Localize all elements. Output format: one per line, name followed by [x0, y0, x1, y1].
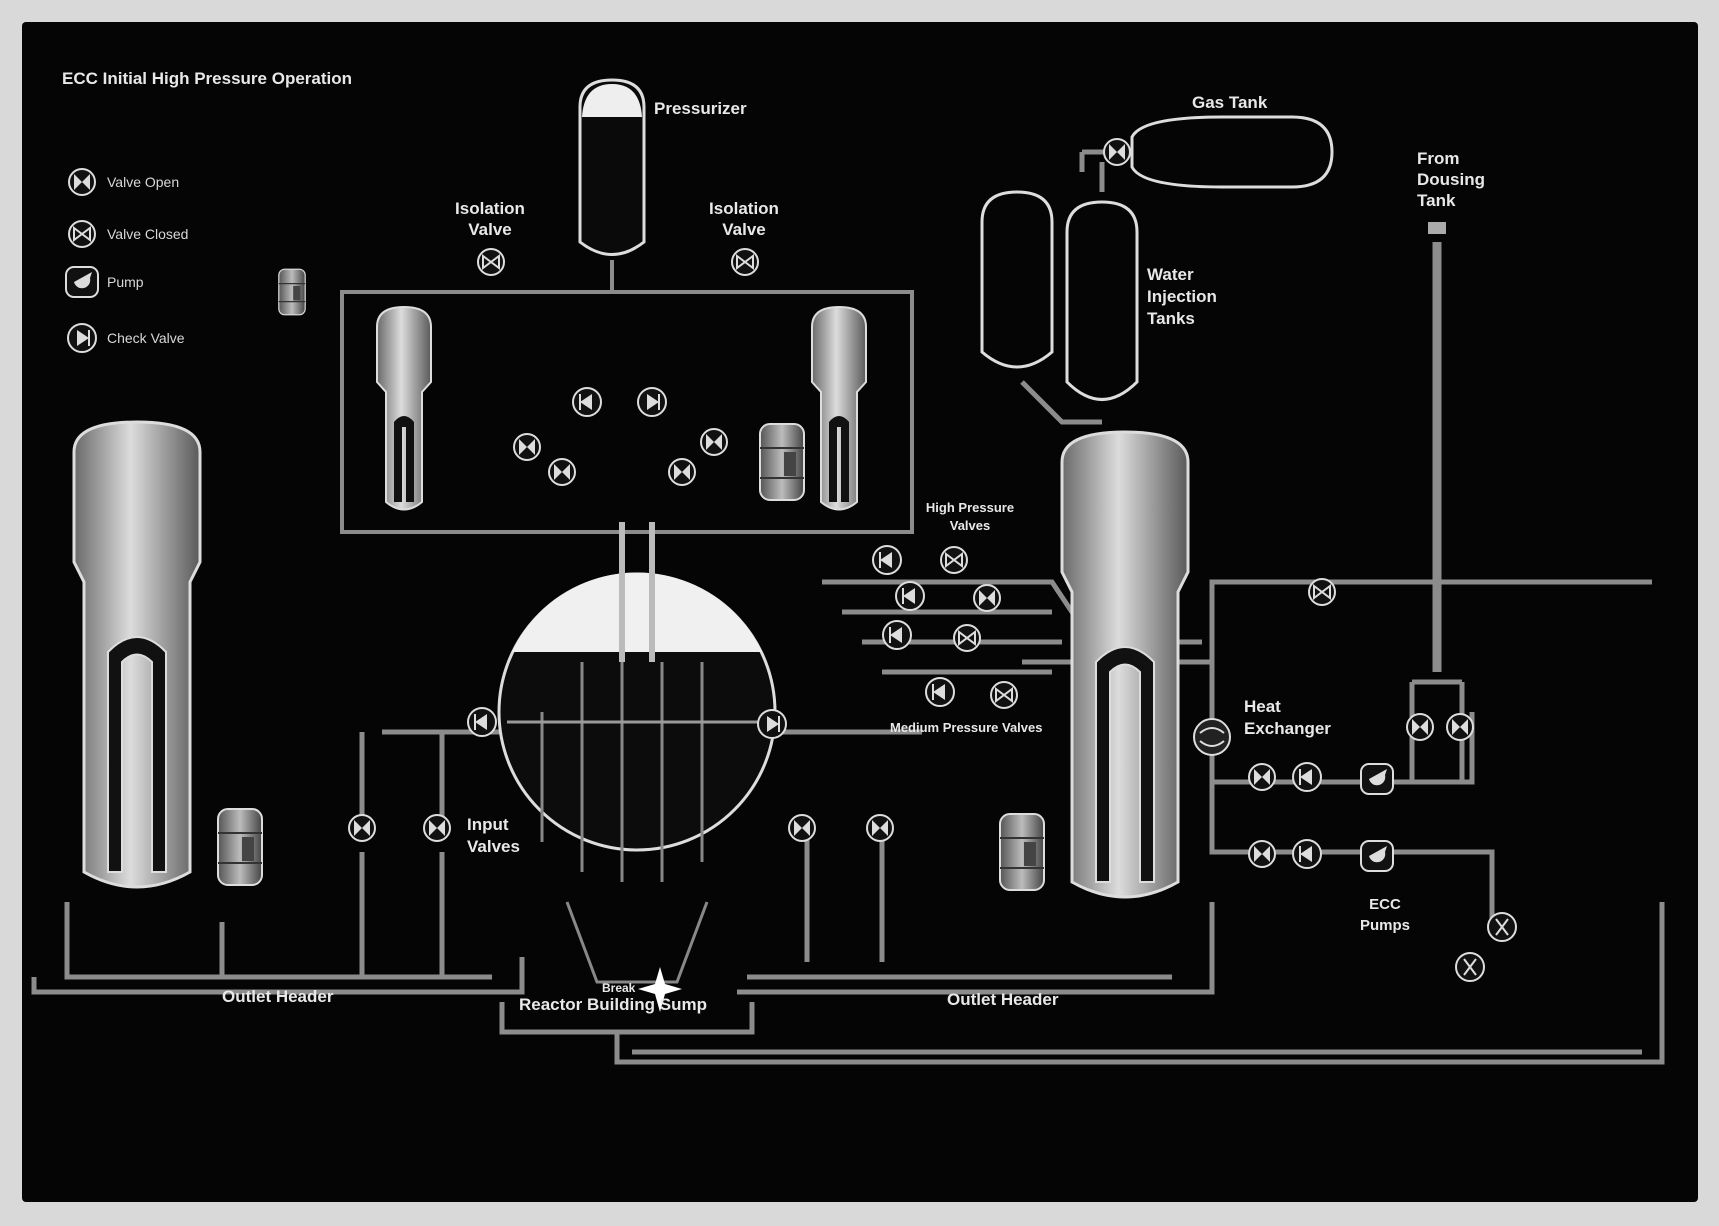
dousing-branch-valve-2[interactable] — [1447, 714, 1473, 740]
water-injection-tanks — [982, 192, 1137, 400]
legend: Valve Open Valve Closed Pump Check Valve — [66, 169, 188, 352]
loop-valve-1[interactable] — [514, 434, 540, 460]
water-tanks-label-1: Water — [1147, 265, 1194, 284]
steam-generator-right — [1062, 432, 1188, 897]
diagram-panel: Valve Open Valve Closed Pump Check Valve… — [22, 22, 1698, 1202]
drain-valve-1[interactable] — [1488, 913, 1516, 941]
small-steam-generator-left — [377, 307, 431, 510]
ecc-schematic: Valve Open Valve Closed Pump Check Valve… — [22, 22, 1698, 1202]
ecc-check-valve-1[interactable] — [1293, 763, 1321, 791]
ecc-pump-1[interactable] — [1361, 764, 1393, 794]
ecc-valve-2[interactable] — [1249, 841, 1275, 867]
hp-valve-1[interactable] — [941, 547, 967, 573]
hp-check-valve-3[interactable] — [883, 621, 911, 649]
legend-pump-label: Pump — [107, 274, 144, 290]
dousing-label-3: Tank — [1417, 191, 1456, 210]
legend-pump-icon — [66, 267, 98, 297]
mp-check-valve[interactable] — [926, 678, 954, 706]
legend-check-valve-label: Check Valve — [107, 330, 185, 346]
dousing-nozzle — [1428, 222, 1446, 234]
input-valves-label-2: Valves — [467, 837, 520, 856]
small-pump-left — [279, 269, 305, 315]
primary-pump-left — [218, 809, 262, 885]
loop-valve-4[interactable] — [701, 429, 727, 455]
check-valve-top-1[interactable] — [573, 388, 601, 416]
sump-label: Reactor Building Sump — [519, 995, 707, 1014]
hp-check-valve-1[interactable] — [873, 546, 901, 574]
diagram-title: ECC Initial High Pressure Operation — [62, 69, 352, 88]
break-label: Break — [602, 981, 636, 995]
input-valve-2[interactable] — [424, 815, 450, 841]
ecc-check-valve-2[interactable] — [1293, 840, 1321, 868]
isolation-valve-right-label-1: Isolation — [709, 199, 779, 218]
isolation-valve-left[interactable] — [478, 249, 504, 275]
gas-tank-valve[interactable] — [1104, 139, 1130, 165]
reactor-vessel — [499, 522, 775, 982]
isolation-valve-right-label-2: Valve — [722, 220, 766, 239]
drain-valve-2[interactable] — [1456, 953, 1484, 981]
dousing-branch-valve-1[interactable] — [1407, 714, 1433, 740]
hp-check-valve-2[interactable] — [896, 582, 924, 610]
high-pressure-label-1: High Pressure — [926, 500, 1014, 515]
small-steam-generator-right — [812, 307, 866, 510]
heat-exchanger-label-1: Heat — [1244, 697, 1281, 716]
mp-valve[interactable] — [991, 682, 1017, 708]
loop-valve-2[interactable] — [549, 459, 575, 485]
hp-valve-3[interactable] — [954, 625, 980, 651]
check-valve-left[interactable] — [468, 708, 496, 736]
gas-tank-label: Gas Tank — [1192, 93, 1268, 112]
pressurizer — [580, 80, 644, 292]
outlet-header-left-label: Outlet Header — [222, 987, 334, 1006]
heat-exchanger-icon — [1194, 719, 1230, 755]
medium-pressure-label: Medium Pressure Valves — [890, 720, 1042, 735]
input-valves-label-1: Input — [467, 815, 509, 834]
isolation-valve-left-label-1: Isolation — [455, 199, 525, 218]
isolation-valve-left-label-2: Valve — [468, 220, 512, 239]
check-valve-right[interactable] — [758, 710, 786, 738]
steam-generator-left — [74, 422, 200, 887]
ecc-pump-2[interactable] — [1361, 841, 1393, 871]
legend-check-valve-icon — [68, 324, 96, 352]
isolation-valve-right[interactable] — [732, 249, 758, 275]
legend-valve-open-icon — [69, 169, 95, 195]
hp-valve-2[interactable] — [974, 585, 1000, 611]
loop-valve-3[interactable] — [669, 459, 695, 485]
high-pressure-label-2: Valves — [950, 518, 991, 533]
small-pump-right — [760, 424, 804, 500]
heat-exchanger-label-2: Exchanger — [1244, 719, 1331, 738]
check-valve-top-2[interactable] — [638, 388, 666, 416]
input-valve-4[interactable] — [867, 815, 893, 841]
legend-valve-closed-icon — [69, 221, 95, 247]
outlet-header-right-label: Outlet Header — [947, 990, 1059, 1009]
ecc-pumps-label-2: Pumps — [1360, 917, 1410, 934]
water-tanks-label-3: Tanks — [1147, 309, 1195, 328]
pressurizer-label: Pressurizer — [654, 99, 747, 118]
input-valve-3[interactable] — [789, 815, 815, 841]
input-valve-1[interactable] — [349, 815, 375, 841]
legend-valve-open-label: Valve Open — [107, 174, 179, 190]
legend-valve-closed-label: Valve Closed — [107, 226, 188, 242]
gas-tank — [1132, 117, 1332, 187]
ecc-valve-1[interactable] — [1249, 764, 1275, 790]
water-tanks-label-2: Injection — [1147, 287, 1217, 306]
dousing-label-2: Dousing — [1417, 170, 1485, 189]
dousing-valve[interactable] — [1309, 579, 1335, 605]
primary-pump-right — [1000, 814, 1044, 890]
ecc-pumps-label-1: ECC — [1369, 896, 1401, 913]
dousing-label-1: From — [1417, 149, 1460, 168]
